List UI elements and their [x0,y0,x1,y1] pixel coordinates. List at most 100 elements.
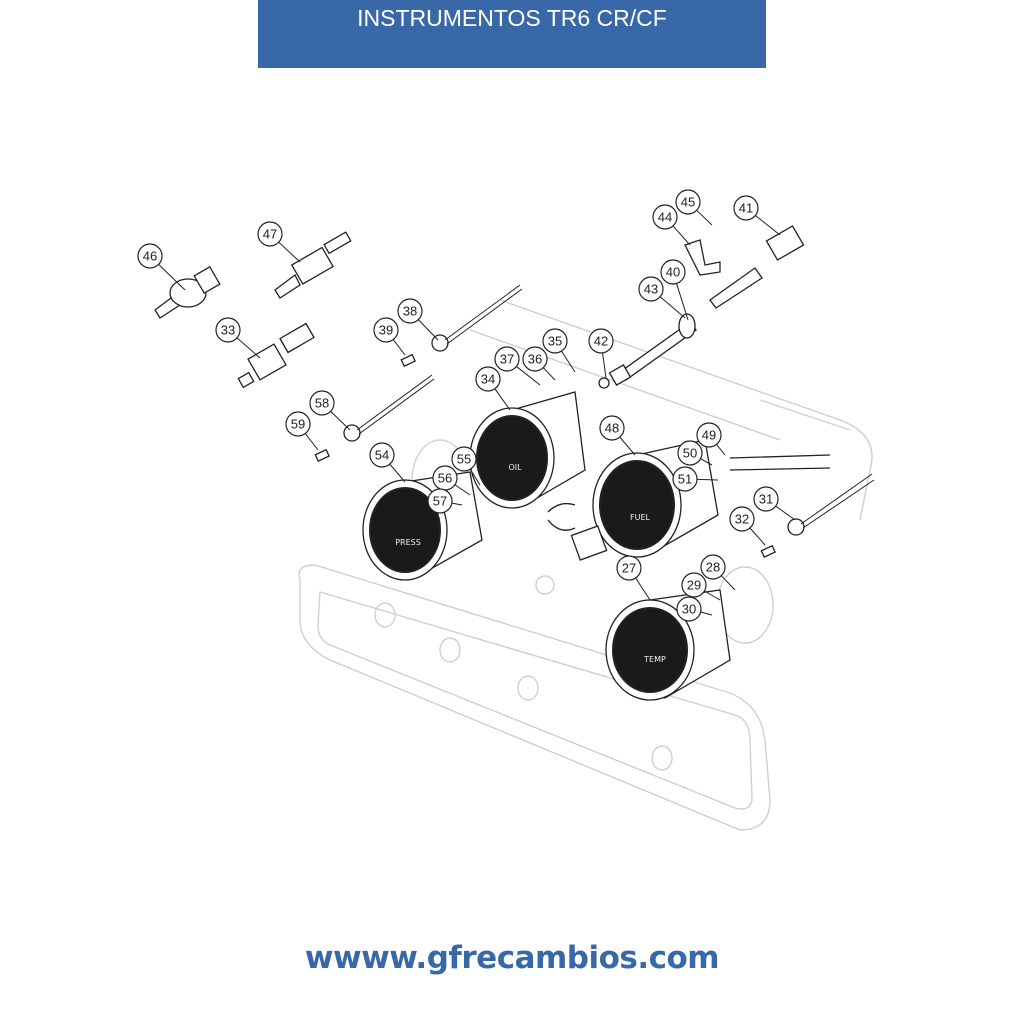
callout-circle [733,195,759,221]
temperature-gauge: TEMP [605,589,731,701]
callout-number: 32 [735,512,749,527]
callout-36: 36 [522,346,556,381]
callout-58: 58 [309,390,351,431]
callout-circle [599,415,625,441]
callout-number: 29 [687,578,701,593]
leader-line [672,225,691,246]
callout-number: 37 [500,352,514,367]
wires [729,454,831,471]
callout-number: 30 [682,602,696,617]
callout-circle [616,555,642,581]
callout-number: 34 [481,372,495,387]
callout-51: 51 [672,466,719,492]
callout-31: 31 [753,486,796,521]
callout-circle [753,486,779,512]
leader-line [755,215,781,236]
leader-line [749,527,766,546]
leader-line [278,241,301,263]
callout-35: 35 [542,328,576,373]
callout-number: 55 [457,452,471,467]
callout-number: 56 [438,471,452,486]
leader-line [454,484,471,496]
gauge-label-temp: TEMP [643,655,666,664]
callout-42: 42 [588,328,614,379]
leader-line [392,339,406,356]
callout-circle [215,317,241,343]
temperature-sender [274,231,352,299]
callout-number: 51 [678,472,692,487]
callout-27: 27 [616,555,651,601]
leader-line [700,611,713,616]
callout-45: 45 [675,189,713,226]
callout-circle [696,422,722,448]
leader-line [494,388,511,411]
callout-56: 56 [432,465,471,496]
callout-circle [137,243,163,269]
callout-number: 48 [605,421,619,436]
title-banner: INSTRUMENTOS TR6 CR/CF [258,0,766,68]
callout-37: 37 [494,346,541,386]
website-footer: wwww.gfrecambios.com [0,940,1024,976]
oil-pressure-switch [154,265,221,319]
fuel-gauge: FUEL [570,439,719,561]
bulb-holders [314,284,875,559]
callout-29: 29 [681,572,721,601]
leader-line [451,502,463,506]
callout-circle [652,204,678,230]
callout-32: 32 [729,506,766,546]
leader-line [516,366,541,386]
callout-number: 47 [263,227,277,242]
leader-line [716,444,726,456]
callout-circle [475,366,501,392]
callout-circle [309,390,335,416]
callout-number: 38 [403,304,417,319]
leader-line [775,505,796,521]
leader-line [417,319,439,341]
leader-line [304,433,319,451]
callout-number: 36 [528,352,542,367]
callout-number: 41 [739,201,753,216]
callout-number: 31 [759,492,773,507]
leader-line [696,478,719,481]
gauge-label-fuel: FUEL [630,513,651,522]
oil-pressure-gauge: PRESS [362,471,483,581]
callout-57: 57 [427,488,463,514]
callout-46: 46 [137,243,186,291]
callout-number: 27 [622,561,636,576]
callout-number: 33 [221,323,235,338]
leader-line [389,463,406,483]
callout-number: 35 [548,334,562,349]
callout-number: 58 [315,396,329,411]
leader-line [696,209,713,226]
callout-49: 49 [696,422,726,456]
callout-38: 38 [397,298,439,341]
callout-circle [676,596,702,622]
leader-line [659,296,686,319]
callout-circle [638,276,664,302]
callout-circle [373,317,399,343]
callout-28: 28 [700,554,736,591]
gauge-label-press: PRESS [395,538,421,547]
leader-line [561,350,576,373]
leader-line [676,283,689,321]
callout-number: 39 [379,323,393,338]
leader-line [704,590,721,601]
callout-40: 40 [660,259,689,321]
leader-line [700,458,713,466]
leader-line [330,410,351,431]
leader-line [602,352,607,379]
website-link[interactable]: wwww.gfrecambios.com [304,940,720,976]
leader-line [236,337,261,359]
leader-line [635,577,651,601]
callout-30: 30 [676,596,713,622]
callout-59: 59 [285,411,319,451]
callout-55: 55 [451,446,481,486]
callout-circle [257,221,283,247]
callout-circle [660,259,686,285]
page-title: INSTRUMENTOS TR6 CR/CF [357,5,667,31]
sender-unit [237,322,315,389]
callout-48: 48 [599,415,636,456]
leader-line [158,264,186,291]
leader-line [542,367,556,381]
